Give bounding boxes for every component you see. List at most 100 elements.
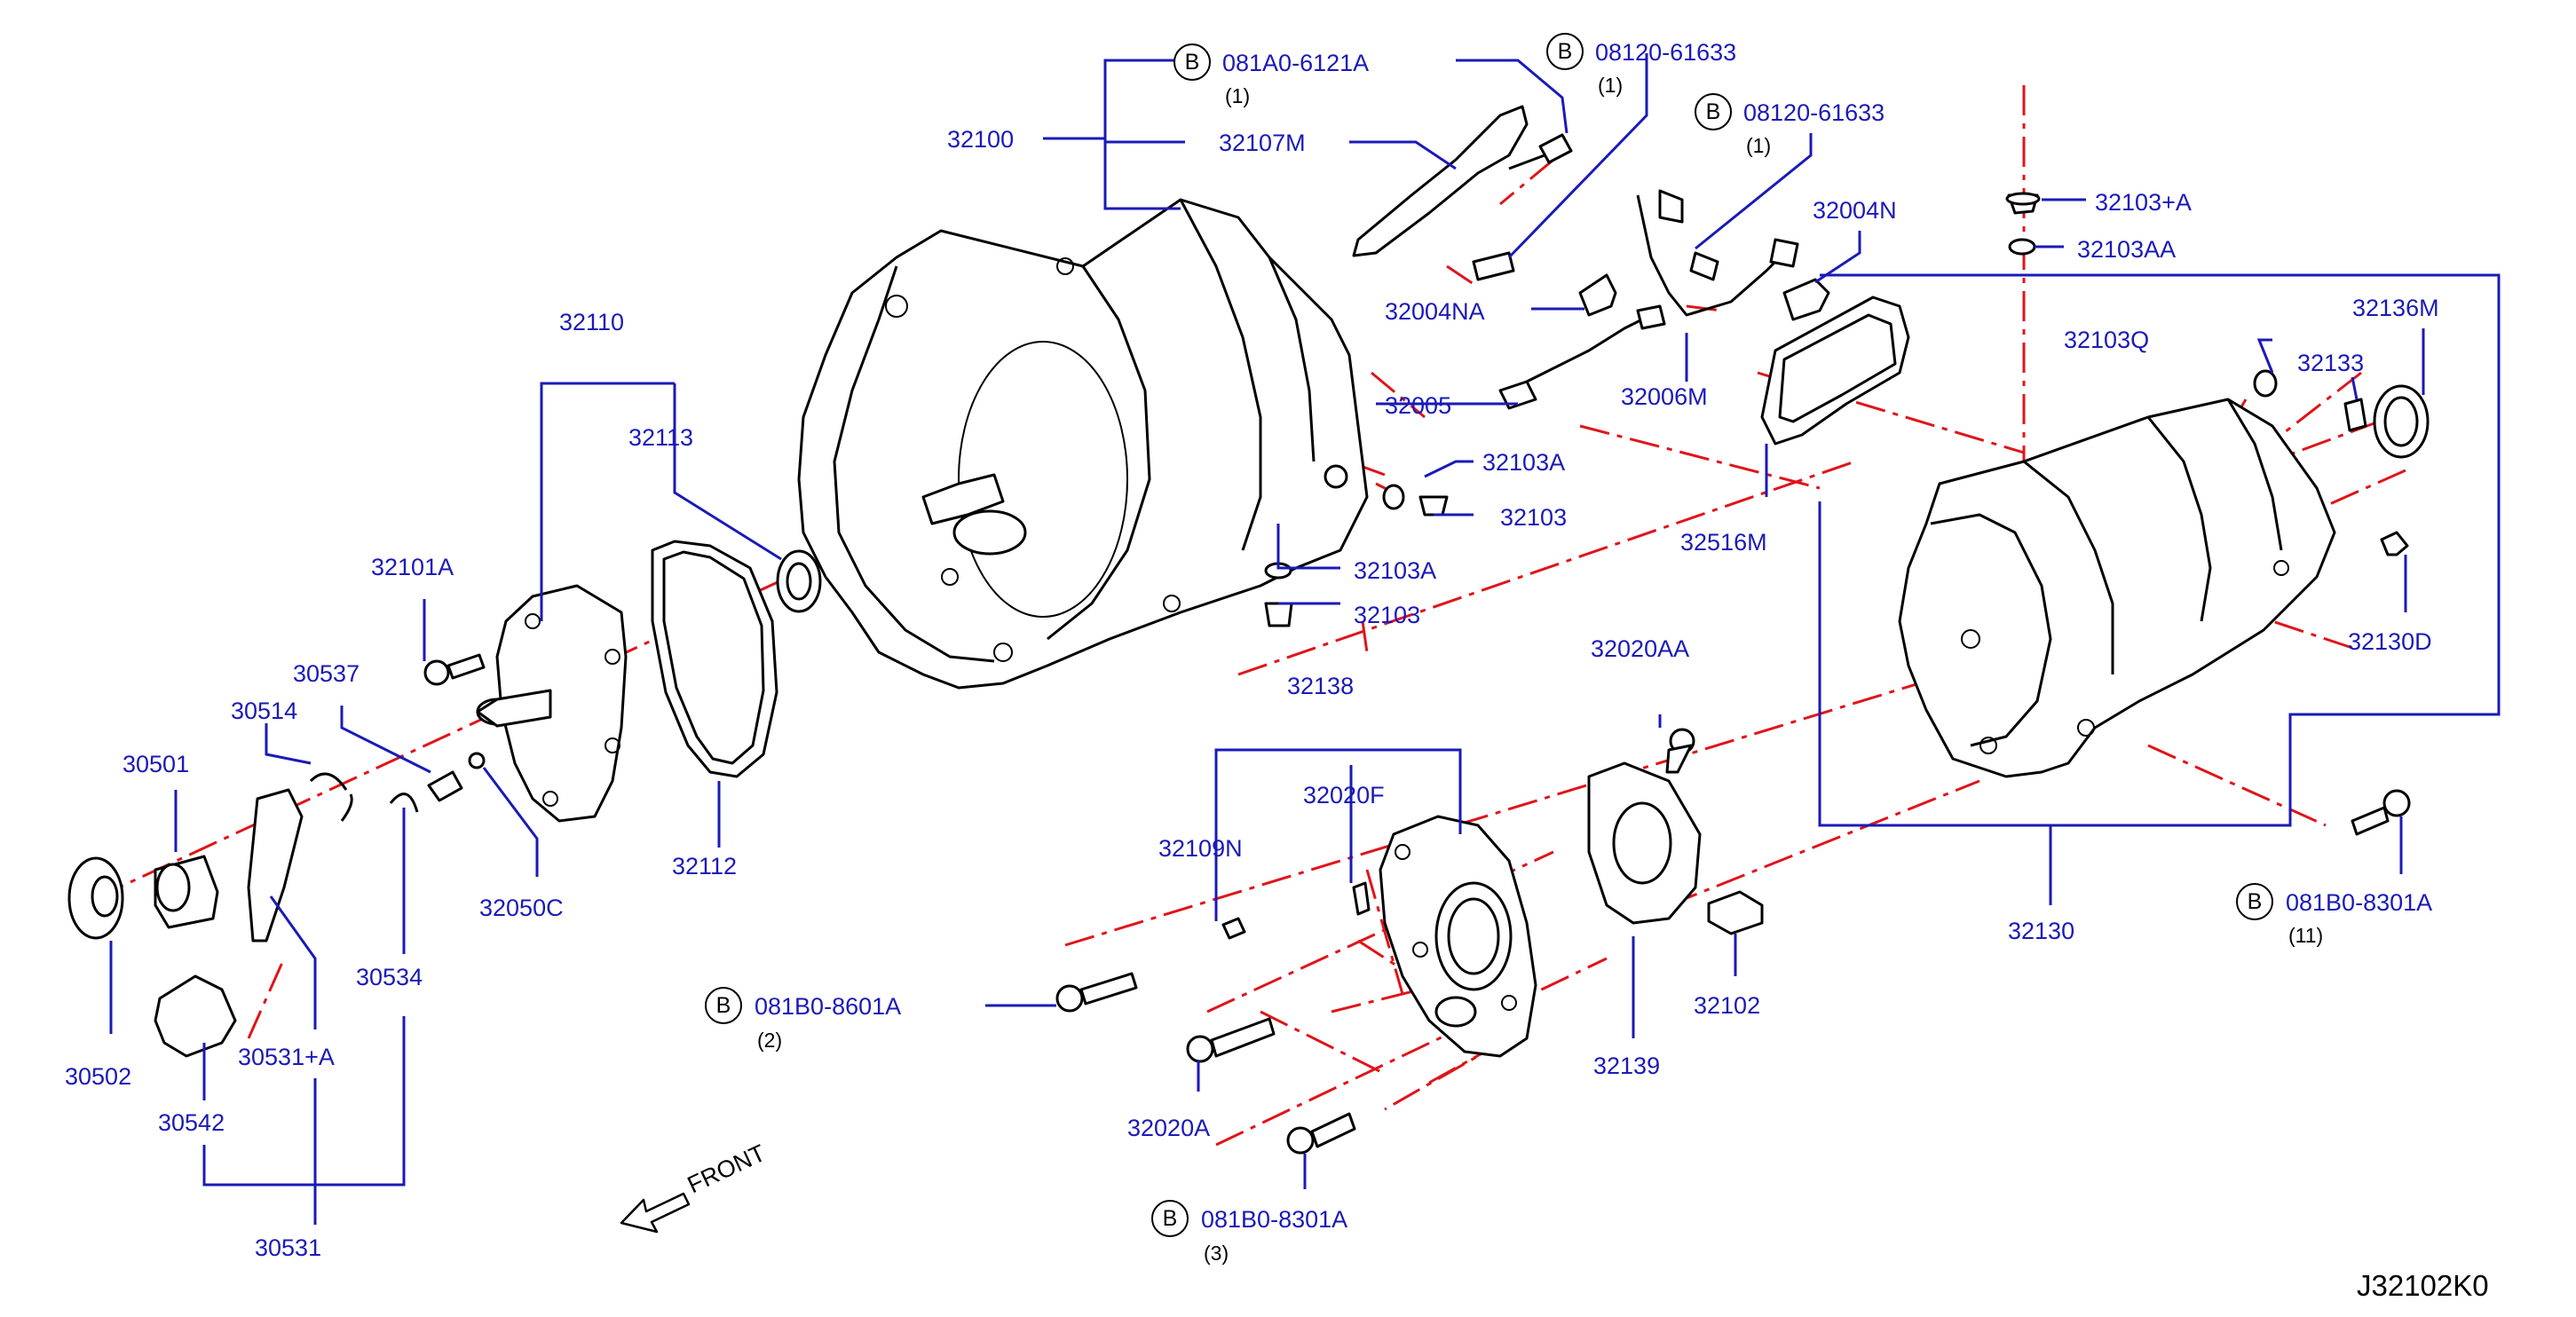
snap-ring-30534[interactable] bbox=[389, 793, 419, 813]
bolt-081B0-8301A-b[interactable] bbox=[2351, 789, 2411, 836]
label-30531[interactable]: 30531 bbox=[255, 1234, 321, 1261]
label-32103-lower[interactable]: 32103 bbox=[1354, 602, 1420, 628]
label-32133[interactable]: 32133 bbox=[2297, 350, 2364, 376]
label-32110[interactable]: 32110 bbox=[559, 309, 624, 335]
dowel-32133[interactable] bbox=[2343, 398, 2367, 432]
label-32107M[interactable]: 32107M bbox=[1219, 130, 1306, 156]
o-ring-32050C[interactable] bbox=[468, 752, 486, 769]
gasket-32516M[interactable] bbox=[1760, 296, 1910, 446]
label-32100[interactable]: 32100 bbox=[947, 126, 1014, 153]
label-32005[interactable]: 32005 bbox=[1385, 392, 1451, 419]
label-081B0-8301A-b[interactable]: 081B0-8301A bbox=[2286, 889, 2432, 916]
leader-lines bbox=[109, 53, 2501, 1225]
label-32103Q[interactable]: 32103Q bbox=[2064, 327, 2149, 353]
plug-32103Q[interactable] bbox=[2253, 369, 2278, 398]
gasket-32112[interactable] bbox=[651, 540, 778, 778]
front-label: FRONT bbox=[684, 1140, 770, 1198]
label-32020AA[interactable]: 32020AA bbox=[1591, 635, 1689, 662]
transmission-case-32100[interactable] bbox=[797, 198, 1369, 690]
bracket-32102[interactable] bbox=[1707, 890, 1764, 935]
label-081B0-8601A[interactable]: 081B0-8601A bbox=[755, 993, 901, 1020]
oil-seal-32113[interactable] bbox=[776, 549, 822, 613]
drain-plug-32103-plus-A[interactable] bbox=[2005, 192, 2041, 215]
label-32020F[interactable]: 32020F bbox=[1303, 782, 1385, 808]
bolt-symbol-icon bbox=[1546, 33, 1584, 70]
drain-plug-32103-upper[interactable] bbox=[1382, 484, 1449, 517]
label-08120-61633-b[interactable]: 08120-61633 bbox=[1743, 99, 1885, 126]
rear-oil-seal-32136M[interactable] bbox=[2373, 384, 2430, 459]
label-081A0-6121A[interactable]: 081A0-6121A bbox=[1222, 50, 1369, 76]
sensor-32004NA[interactable] bbox=[1472, 251, 1617, 317]
bolt-symbol-letter: B bbox=[1558, 39, 1573, 64]
bolt-08120-61633-a[interactable] bbox=[1508, 133, 1573, 170]
bolt-symbol-letter: B bbox=[1163, 1206, 1178, 1231]
label-32130[interactable]: 32130 bbox=[2008, 918, 2074, 944]
label-32113[interactable]: 32113 bbox=[628, 424, 693, 451]
bolt-32101A[interactable] bbox=[423, 653, 486, 686]
gasket-32139[interactable] bbox=[1587, 761, 1702, 925]
label-32103-plus-A[interactable]: 32103+A bbox=[2095, 189, 2192, 216]
bolt-symbol-icon bbox=[1695, 93, 1732, 130]
label-32006M[interactable]: 32006M bbox=[1621, 383, 1708, 410]
label-08120-61633-a[interactable]: 08120-61633 bbox=[1595, 39, 1736, 66]
clip-30514[interactable] bbox=[309, 772, 353, 822]
front-direction-indicator: FRONT bbox=[620, 1140, 770, 1234]
washer-32103AA[interactable] bbox=[2008, 238, 2036, 256]
bolt-081B0-8601A[interactable] bbox=[1055, 972, 1138, 1013]
bolt-symbol-letter: B bbox=[2248, 889, 2263, 914]
label-30514[interactable]: 30514 bbox=[231, 698, 297, 724]
label-30534[interactable]: 30534 bbox=[356, 964, 423, 990]
qty-081A0-6121A: (1) bbox=[1225, 84, 1250, 107]
dowel-pin-32020F[interactable] bbox=[1352, 881, 1371, 916]
label-30501[interactable]: 30501 bbox=[122, 751, 189, 777]
front-arrow-icon bbox=[620, 1192, 691, 1234]
bolt-symbol-icon bbox=[2236, 883, 2273, 920]
label-32112[interactable]: 32112 bbox=[672, 853, 737, 879]
sensor-32004N[interactable] bbox=[1782, 278, 1830, 321]
label-32103-upper[interactable]: 32103 bbox=[1500, 504, 1567, 531]
label-32101A[interactable]: 32101A bbox=[371, 554, 454, 580]
label-32102[interactable]: 32102 bbox=[1694, 992, 1760, 1019]
label-30537[interactable]: 30537 bbox=[293, 660, 360, 687]
spring-30537[interactable] bbox=[427, 770, 463, 802]
label-32103A-upper[interactable]: 32103A bbox=[1482, 449, 1565, 476]
part-labels: 32100 32107M B 081A0-6121A (1) B 08120-6… bbox=[65, 33, 2439, 1265]
bolt-32020AA[interactable] bbox=[1665, 728, 1695, 774]
drain-plug-32103-lower[interactable] bbox=[1264, 562, 1293, 627]
breather-32130D[interactable] bbox=[2380, 531, 2409, 556]
diagram-code: J32102K0 bbox=[2357, 1269, 2489, 1302]
sensor-harness-32005[interactable] bbox=[1498, 304, 1666, 410]
label-32138[interactable]: 32138 bbox=[1287, 673, 1354, 699]
label-30531-plus-A[interactable]: 30531+A bbox=[238, 1044, 335, 1070]
qty-08120-61633-a: (1) bbox=[1598, 74, 1623, 97]
label-32004N[interactable]: 32004N bbox=[1813, 197, 1897, 224]
label-081B0-8301A-a[interactable]: 081B0-8301A bbox=[1201, 1206, 1347, 1233]
label-30542[interactable]: 30542 bbox=[158, 1109, 225, 1136]
label-32050C[interactable]: 32050C bbox=[479, 895, 564, 921]
label-32020A[interactable]: 32020A bbox=[1127, 1115, 1210, 1141]
label-32516M[interactable]: 32516M bbox=[1680, 529, 1767, 556]
extension-housing-32130[interactable] bbox=[1898, 398, 2336, 778]
release-fork-30531-plus-A[interactable] bbox=[247, 788, 304, 942]
bolt-081B0-8301A-a[interactable] bbox=[1286, 1112, 1356, 1155]
label-30502[interactable]: 30502 bbox=[65, 1063, 131, 1090]
label-32130D[interactable]: 32130D bbox=[2348, 628, 2432, 655]
label-32136M[interactable]: 32136M bbox=[2352, 295, 2439, 321]
dust-boot-30542[interactable] bbox=[154, 974, 237, 1058]
label-32103AA[interactable]: 32103AA bbox=[2077, 236, 2176, 263]
label-32109N[interactable]: 32109N bbox=[1158, 835, 1243, 862]
label-32139[interactable]: 32139 bbox=[1593, 1053, 1660, 1079]
qty-081B0-8301A-a: (3) bbox=[1204, 1242, 1229, 1265]
adapter-plate-32138[interactable] bbox=[1379, 815, 1537, 1058]
front-cover-32110[interactable] bbox=[476, 584, 628, 823]
shift-bracket-32107M[interactable] bbox=[1352, 105, 1529, 257]
shift-rod-pin-32109N[interactable] bbox=[1221, 917, 1246, 940]
slave-collar-30502[interactable] bbox=[67, 856, 124, 940]
label-32103A-lower[interactable]: 32103A bbox=[1354, 557, 1436, 584]
bolt-32020A[interactable] bbox=[1186, 1017, 1276, 1063]
bolt-symbol-letter: B bbox=[1185, 50, 1200, 75]
label-32004NA[interactable]: 32004NA bbox=[1385, 298, 1485, 325]
bolt-symbol-icon bbox=[1173, 43, 1211, 81]
release-bearing-30501[interactable] bbox=[154, 855, 219, 929]
